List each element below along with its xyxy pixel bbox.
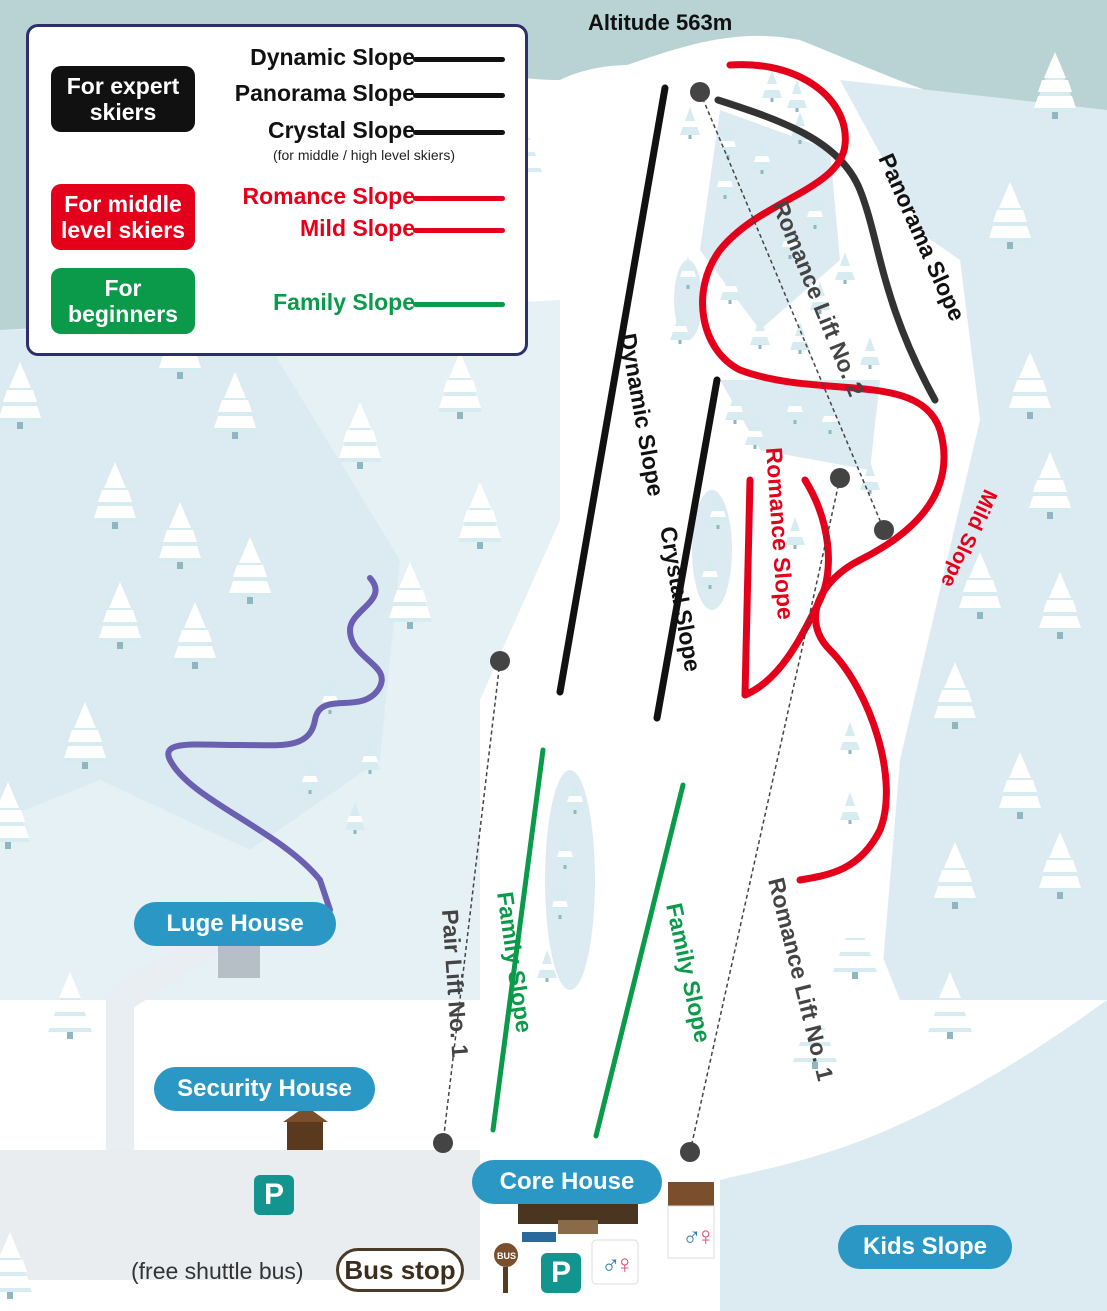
legend-line-crystal	[413, 130, 505, 135]
female-restroom-icon: ♀	[696, 1221, 716, 1251]
parking-icon: P	[541, 1253, 581, 1293]
shuttle-note: (free shuttle bus)	[131, 1258, 304, 1284]
lift-station	[874, 520, 894, 540]
security-house-label[interactable]: Security House	[154, 1067, 375, 1111]
legend-crystal-note: (for middle / high level skiers)	[272, 147, 455, 163]
luge-house-label[interactable]: Luge House	[134, 902, 336, 946]
kids-slope-label[interactable]: Kids Slope	[838, 1225, 1012, 1269]
bus-sign-text: BUS	[497, 1251, 516, 1261]
romance-lift-1-cable	[689, 477, 841, 1153]
family-slope-left-line	[490, 747, 546, 1133]
buildings: ♂ ♀ ♂ ♀ BUS	[218, 946, 716, 1293]
family-slope-right-line	[593, 782, 686, 1139]
core-house-annex	[558, 1220, 598, 1234]
forest-island-middle	[720, 380, 880, 470]
legend-line-dynamic	[413, 57, 505, 62]
forest-island-upper	[700, 110, 840, 330]
forest-island-family	[545, 770, 595, 990]
luge-house-building	[218, 946, 260, 978]
bus-sign-icon	[494, 1243, 518, 1267]
legend-category-middle: For middle level skiers	[51, 184, 195, 250]
lift-station	[680, 1142, 700, 1162]
female-restroom-icon: ♀	[615, 1249, 635, 1279]
dynamic-slope-line	[556, 84, 669, 696]
forest-island-small	[692, 490, 732, 610]
legend-item-mild: Mild Slope	[300, 215, 415, 241]
security-house-building	[287, 1122, 323, 1150]
parking-icon: P	[254, 1175, 294, 1215]
male-restroom-icon: ♂	[601, 1249, 621, 1279]
crystal-slope-line	[653, 376, 721, 722]
lift-station	[830, 468, 850, 488]
legend-item-romance: Romance Slope	[242, 183, 415, 209]
legend-item-family: Family Slope	[273, 289, 415, 315]
right-forest-area	[840, 80, 1107, 1000]
legend-line-family	[413, 302, 505, 307]
legend: For expert skiers For middle level skier…	[26, 24, 528, 356]
panorama-slope-line	[714, 96, 939, 404]
kids-slope-area	[720, 1000, 1107, 1311]
romance-slope-line	[741, 476, 832, 699]
restroom-building	[668, 1182, 714, 1206]
bus-sign-pole	[503, 1267, 508, 1293]
legend-category-expert: For expert skiers	[51, 66, 195, 132]
lift-station	[690, 82, 710, 102]
pair-lift-1-cable	[442, 660, 501, 1144]
core-restroom-sign	[591, 1239, 639, 1285]
legend-item-dynamic: Dynamic Slope	[250, 44, 415, 70]
legend-item-panorama: Panorama Slope	[234, 80, 415, 106]
security-house-roof	[283, 1106, 328, 1122]
lift-station	[490, 651, 510, 671]
restroom-sign	[667, 1205, 715, 1259]
core-house-window	[522, 1232, 556, 1242]
romance-lift-2-cable	[699, 91, 885, 531]
left-forest-shadow	[0, 330, 400, 850]
bus-stop-label[interactable]: Bus stop	[336, 1248, 464, 1292]
altitude-label: Altitude 563m	[588, 10, 733, 35]
core-house-label[interactable]: Core House	[472, 1160, 662, 1204]
lift-lines	[433, 82, 894, 1162]
luge-course-line	[165, 575, 385, 913]
legend-category-beginner: For beginners	[51, 268, 195, 334]
slope-lines	[165, 61, 948, 1139]
legend-line-romance	[413, 196, 505, 201]
mild-slope-line	[699, 61, 948, 884]
ski-run-area	[480, 65, 980, 1180]
legend-line-panorama	[413, 93, 505, 98]
legend-line-mild	[413, 228, 505, 233]
lift-station	[433, 1133, 453, 1153]
legend-item-crystal: Crystal Slope	[268, 117, 415, 143]
male-restroom-icon: ♂	[682, 1221, 702, 1251]
